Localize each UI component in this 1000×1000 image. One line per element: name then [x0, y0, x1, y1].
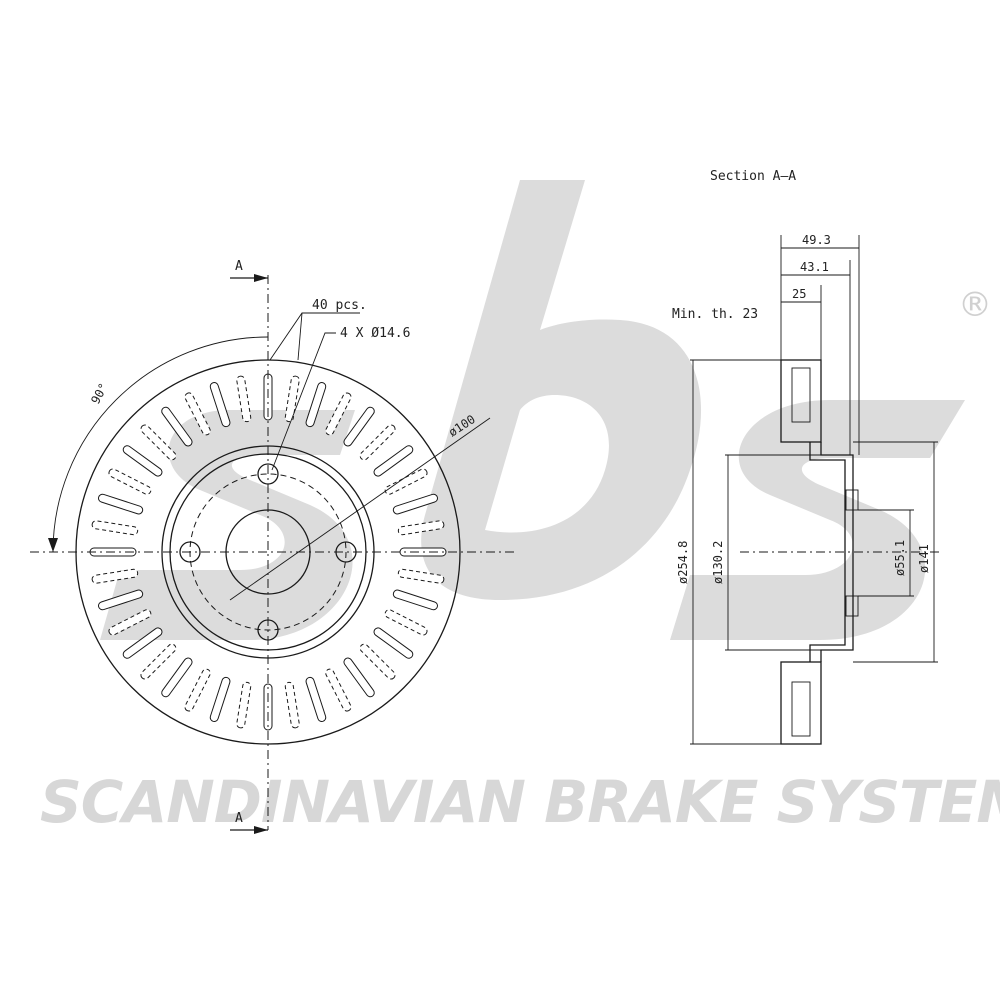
- cooling-vane: [284, 375, 300, 423]
- vane-ring: [89, 373, 447, 731]
- section-marker-bottom: A: [235, 811, 243, 826]
- cooling-vane: [343, 406, 375, 447]
- cooling-vane: [184, 668, 211, 712]
- angle-arc: [52, 336, 269, 553]
- cooling-vane: [236, 681, 252, 729]
- registered-mark: ®: [958, 285, 992, 325]
- cooling-vane: [209, 676, 231, 722]
- upper-ring-outline: [780, 359, 822, 443]
- bolt-slot-upper: [845, 489, 859, 511]
- dim-overall-height: 49.3: [802, 233, 831, 247]
- upper-vane-channel: [791, 367, 811, 423]
- bolt-holes-label: 4 X Ø14.6: [340, 326, 410, 341]
- disc-section-view: [690, 235, 940, 745]
- angle-arrow: [48, 538, 58, 552]
- cooling-vane: [98, 493, 144, 515]
- brand-tagline: SCANDINAVIAN BRAKE SYSTEMS: [40, 768, 1000, 836]
- cooling-vane: [325, 668, 352, 712]
- section-marker-top: A: [235, 259, 243, 274]
- section-arrow-bottom: [254, 826, 268, 834]
- cooling-vane: [305, 382, 327, 428]
- cooling-vane: [108, 468, 152, 495]
- lower-ring-outline: [780, 661, 822, 745]
- cooling-vane: [98, 589, 144, 611]
- cooling-vane: [397, 568, 445, 584]
- cooling-vane: [325, 392, 352, 436]
- cooling-vane: [359, 424, 396, 461]
- cooling-vane: [91, 520, 139, 536]
- hat-inner-profile: [809, 442, 846, 662]
- section-title: Section A–A: [710, 169, 796, 184]
- dim-hat-height: 43.1: [800, 260, 829, 274]
- cooling-vane: [184, 392, 211, 436]
- vane-count-leader-b: [297, 312, 303, 361]
- min-thickness-label: Min. th. 23: [672, 307, 758, 322]
- cooling-vane: [373, 445, 414, 477]
- bolt-hole-left: [179, 541, 201, 563]
- vane-count-label: 40 pcs.: [312, 298, 367, 313]
- cooling-vane: [140, 643, 177, 680]
- bolt-circle-leader: [229, 417, 491, 601]
- cooling-vane: [373, 627, 414, 659]
- bolt-hole-leader: [271, 332, 336, 471]
- dia-outer-label: ø254.8: [676, 541, 690, 584]
- cooling-vane: [122, 445, 163, 477]
- cooling-vane: [392, 589, 438, 611]
- cooling-vane: [359, 643, 396, 680]
- dim-disc-thickness: 25: [792, 287, 806, 301]
- lower-vane-channel: [791, 681, 811, 737]
- dia-bore-label: ø55.1: [893, 540, 907, 576]
- dia-inner-label: ø130.2: [711, 541, 725, 584]
- bolt-slot-lower: [845, 595, 859, 617]
- section-arrow-top: [254, 274, 268, 282]
- brand-logo-watermark: [100, 180, 965, 640]
- cooling-vane: [236, 375, 252, 423]
- cooling-vane: [343, 657, 375, 698]
- cooling-vane: [209, 382, 231, 428]
- cooling-vane: [122, 627, 163, 659]
- dia-hat-label: ø141: [917, 544, 931, 573]
- cooling-vane: [91, 568, 139, 584]
- cooling-vane: [384, 468, 428, 495]
- hat-profile: [820, 442, 854, 662]
- cooling-vane: [397, 520, 445, 536]
- cooling-vane: [305, 676, 327, 722]
- cooling-vane: [392, 493, 438, 515]
- cooling-vane: [284, 681, 300, 729]
- cooling-vane: [108, 609, 152, 636]
- cooling-vane: [140, 424, 177, 461]
- cooling-vane: [384, 609, 428, 636]
- cooling-vane: [161, 406, 193, 447]
- angle-label: 90°: [88, 381, 111, 407]
- disc-front-view: [30, 274, 515, 834]
- cooling-vane: [161, 657, 193, 698]
